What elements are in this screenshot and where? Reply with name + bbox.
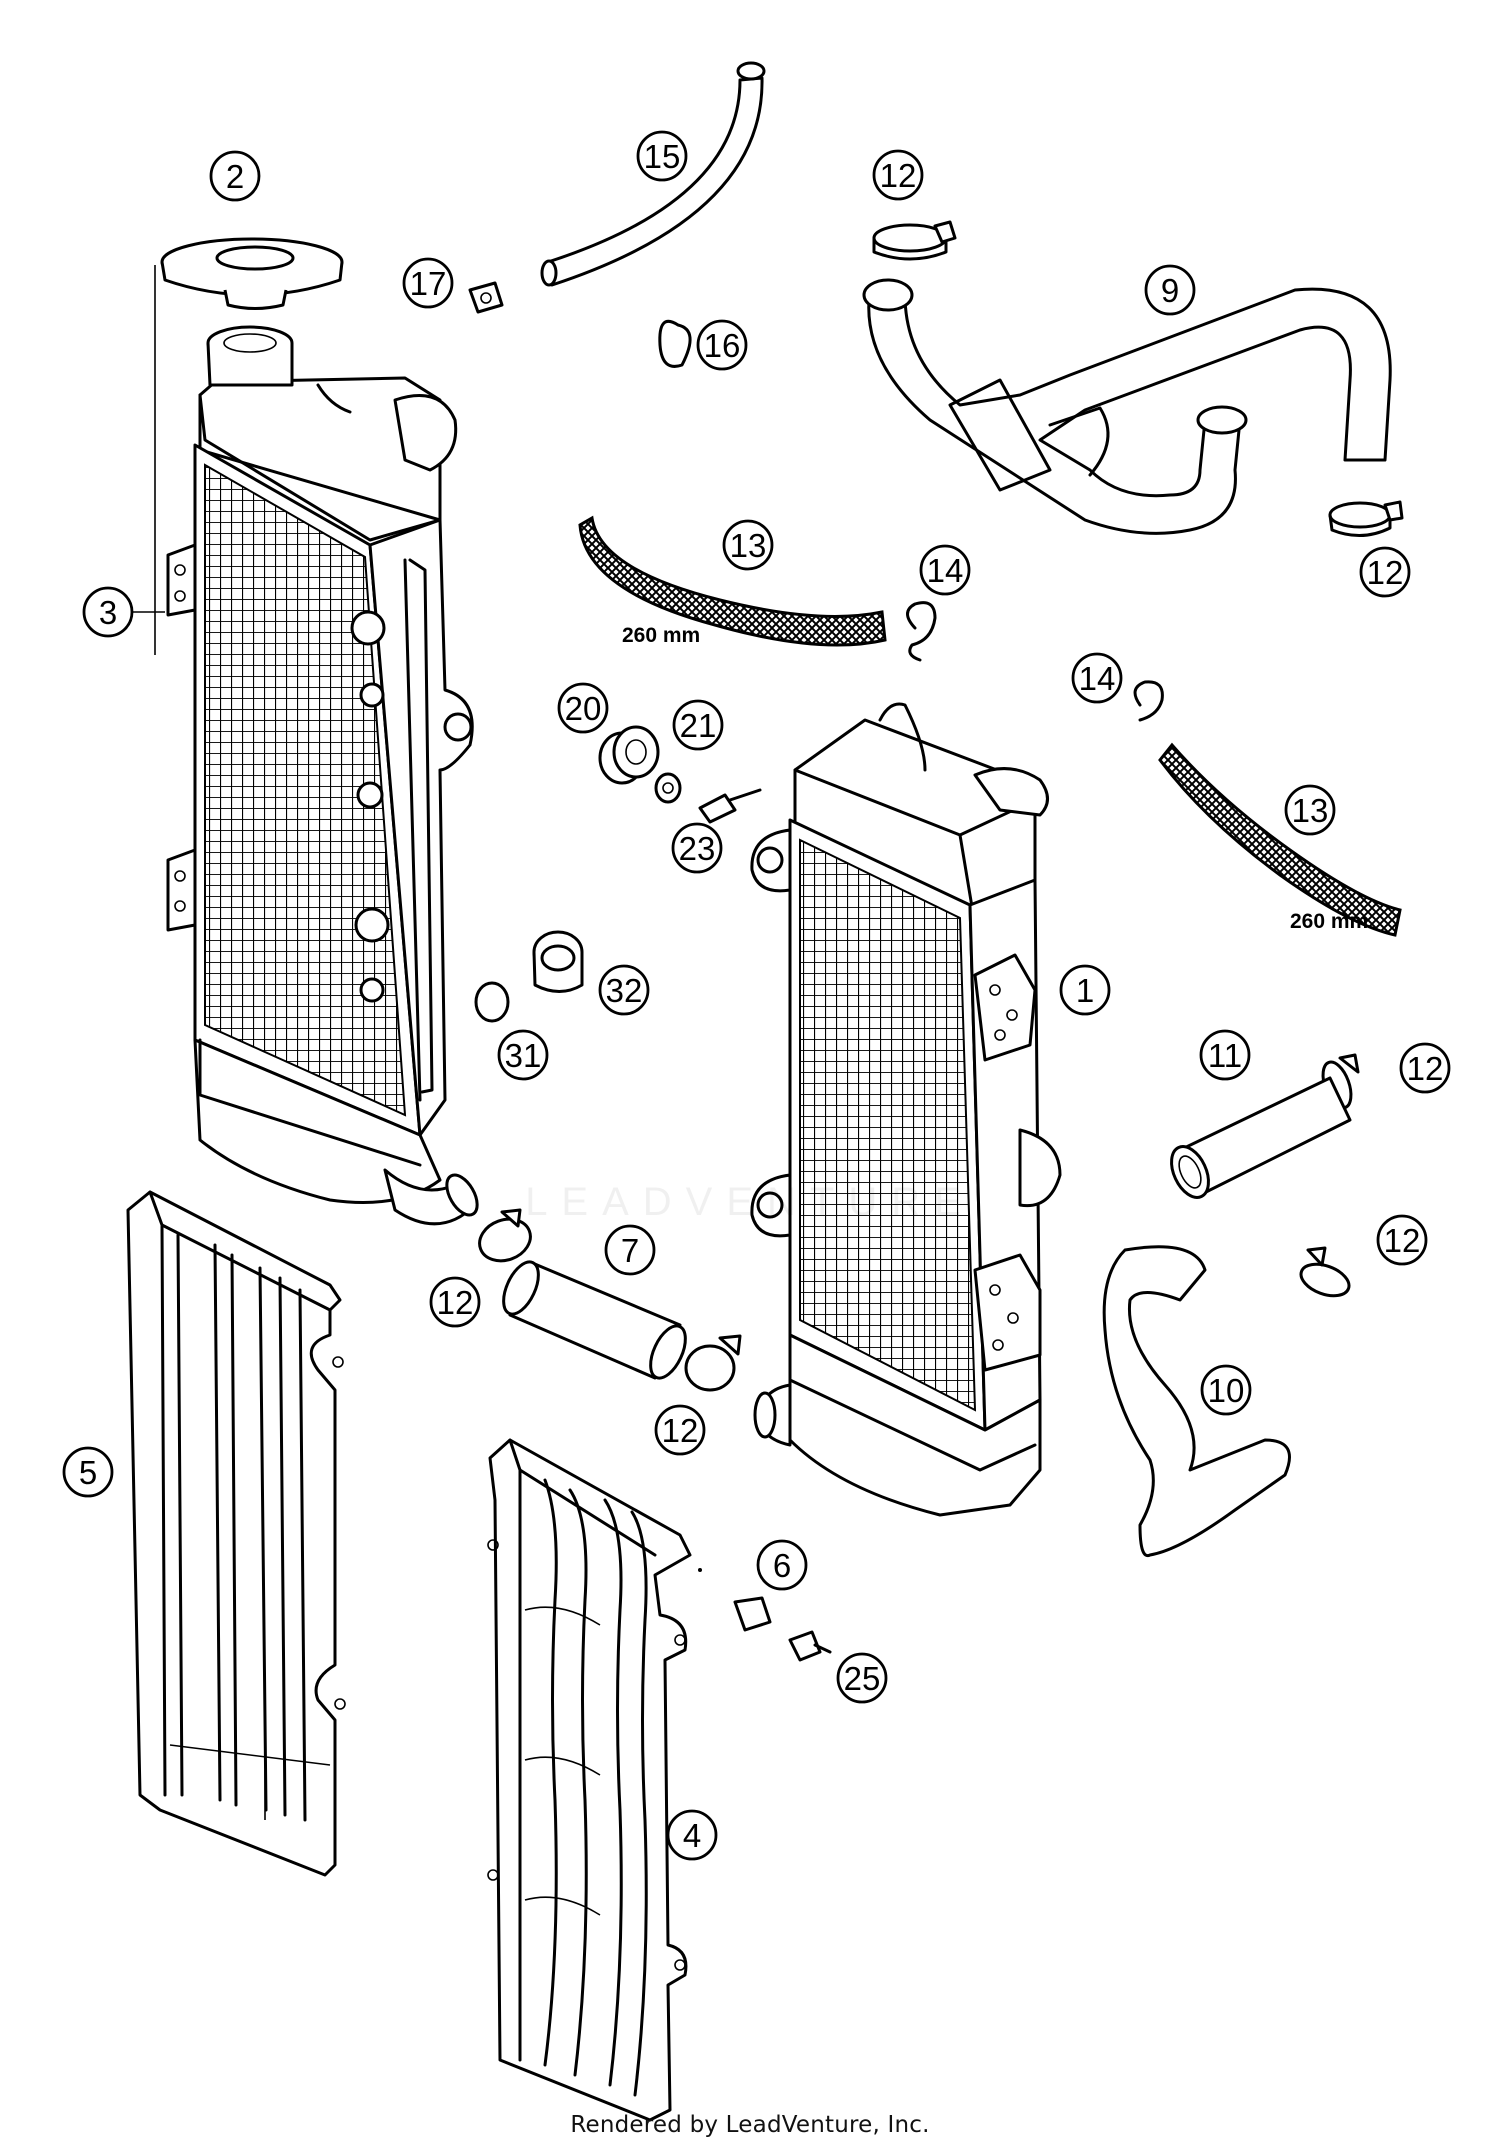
short-hose [1170,1076,1352,1199]
callout-25: 25 [836,1652,888,1704]
svg-text:10: 10 [1208,1372,1245,1409]
callout-16: 16 [696,319,748,371]
svg-text:7: 7 [621,1232,639,1269]
fasteners [698,1568,832,1662]
left-radiator [130,265,479,1226]
svg-text:21: 21 [680,707,717,744]
svg-text:1: 1 [1076,972,1094,1009]
svg-text:13: 13 [730,527,767,564]
svg-text:5: 5 [79,1454,97,1491]
svg-text:12: 12 [880,157,917,194]
callout-10: 10 [1200,1364,1252,1416]
spring-clip [906,601,937,662]
braided-hose-lower [1158,742,1402,937]
callout-12: 12 [872,149,924,201]
callout-7: 7 [604,1224,656,1276]
callout-2: 2 [209,150,261,202]
svg-text:17: 17 [410,265,447,302]
svg-text:12: 12 [1384,1222,1421,1259]
hose-clamps [478,220,1404,1392]
svg-text:31: 31 [505,1037,542,1074]
callout-9: 9 [1144,264,1196,316]
left-louver-cover [126,1190,346,1877]
svg-text:12: 12 [662,1412,699,1449]
svg-text:20: 20 [565,690,602,727]
mount-hardware [598,725,762,824]
radiator-cap [160,237,344,310]
drain-plug [474,930,584,1023]
callout-23: 23 [671,822,723,874]
callout-12: 12 [1399,1042,1451,1094]
render-credit: Rendered by LeadVenture, Inc. [570,2112,930,2138]
right-louver-cover [487,1438,692,2122]
connecting-hose [502,1260,687,1380]
svg-text:13: 13 [1292,792,1329,829]
callout-12: 12 [1376,1214,1428,1266]
svg-text:6: 6 [773,1547,791,1584]
callout-13: 13 [1284,784,1336,836]
callout-1: 1 [1059,964,1111,1016]
callout-6: 6 [756,1539,808,1591]
right-radiator [750,702,1062,1517]
callout-14: 14 [1071,652,1123,704]
svg-text:4: 4 [683,1817,701,1854]
callout-13: 13 [722,519,774,571]
svg-text:23: 23 [679,830,716,867]
wire-clip [658,319,692,368]
svg-text:16: 16 [704,327,741,364]
lower-radiator-hose [1102,1245,1291,1558]
svg-text:15: 15 [644,138,681,175]
svg-text:11: 11 [1208,1037,1242,1074]
callout-11: 11 [1199,1029,1251,1081]
callout-3: 3 [82,586,134,638]
callout-21: 21 [672,699,724,751]
breather-hose [546,76,764,287]
dimension-label-lower: 260 mm [1290,910,1368,933]
callout-12: 12 [654,1404,706,1456]
svg-text:14: 14 [1079,660,1116,697]
callout-5: 5 [62,1446,114,1498]
dimension-label-upper: 260 mm [622,624,700,647]
svg-text:2: 2 [226,158,244,195]
svg-text:3: 3 [99,594,117,631]
callout-12: 12 [429,1276,481,1328]
svg-text:32: 32 [606,972,643,1009]
callout-14: 14 [919,544,971,596]
hose-clip [468,281,504,314]
watermark-logo: LEADVENTURE [525,1180,975,1224]
callout-31: 31 [497,1029,549,1081]
svg-text:12: 12 [1367,554,1404,591]
svg-text:14: 14 [927,552,964,589]
braided-hose-upper [578,515,887,647]
callout-32: 32 [598,964,650,1016]
callout-4: 4 [666,1809,718,1861]
y-hose [862,278,1392,535]
callout-labels: 1 2 3 4 5 6 7 9 10 11 12 12 12 12 12 12 … [62,130,1451,1861]
callout-15: 15 [636,130,688,182]
callout-17: 17 [402,257,454,309]
svg-text:25: 25 [844,1660,881,1697]
svg-text:12: 12 [1407,1050,1444,1087]
svg-text:9: 9 [1161,272,1179,309]
svg-text:12: 12 [437,1284,474,1321]
callout-12: 12 [1359,546,1411,598]
callout-20: 20 [557,682,609,734]
